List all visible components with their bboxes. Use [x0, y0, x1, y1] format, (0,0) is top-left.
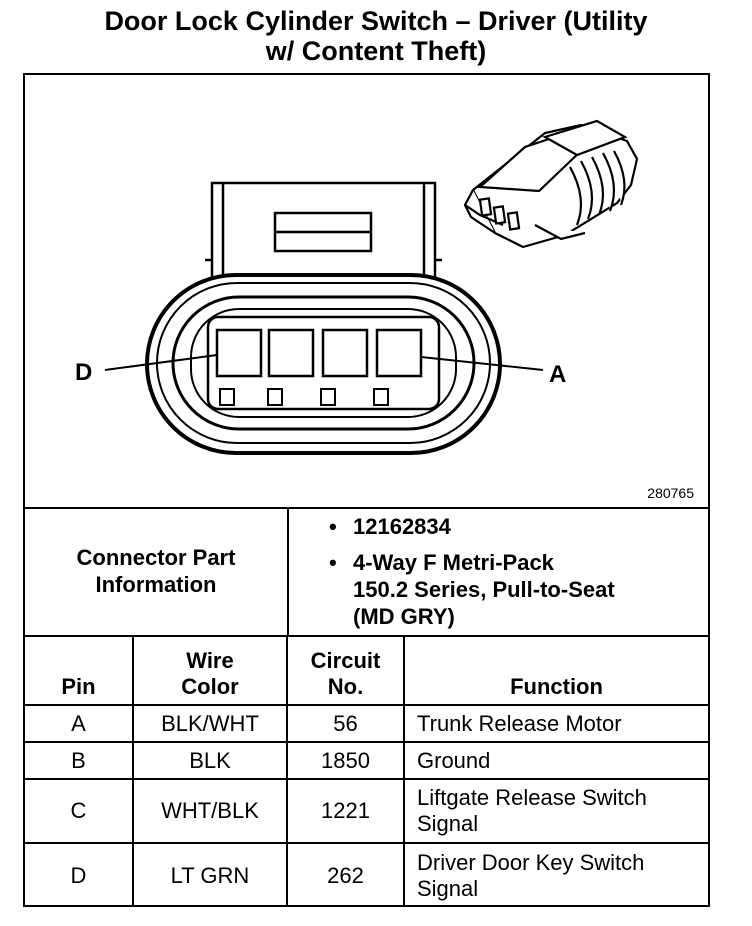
header-circuit-line-1: Circuit [310, 648, 381, 673]
circuit-cell: 262 [286, 842, 405, 907]
bullet-icon: • [329, 550, 337, 575]
pin-label-a: A [549, 361, 567, 388]
table-row: C WHT/BLK 1221 Liftgate Release Switch S… [25, 778, 708, 844]
circuit-cell: 1221 [286, 778, 405, 844]
leader-line-d [104, 354, 218, 371]
header-wire-line-1: Wire [186, 648, 234, 673]
pin-cell: A [25, 704, 134, 743]
function-line-1: Liftgate Release Switch [417, 785, 647, 810]
pin-cell: D [25, 842, 134, 907]
table-row: B BLK 1850 Ground [25, 741, 708, 780]
terminal-lock-tabs [219, 388, 389, 406]
connector-latch-housing [205, 181, 442, 285]
function-line-1: Trunk Release Motor [417, 710, 622, 736]
terminal-cavity-b [321, 328, 369, 378]
title-line-2: w/ Content Theft) [265, 36, 487, 66]
figure-number: 280765 [647, 485, 694, 501]
page-title: Door Lock Cylinder Switch – Driver (Util… [0, 6, 752, 66]
connector-description-line-3: (MD GRY) [353, 604, 455, 629]
terminal-cavities [215, 328, 423, 378]
pinout-table: Pin Wire Color Circuit No. Function A BL… [25, 637, 708, 907]
table-row: D LT GRN 262 Driver Door Key Switch Sign… [25, 842, 708, 907]
part-number-item: • 12162834 [325, 513, 705, 540]
header-wire-line-2: Color [181, 674, 239, 699]
connector-part-info-label: Connector Part Information [25, 507, 289, 635]
wire-color-cell: LT GRN [132, 842, 288, 907]
bullet-icon: • [329, 514, 337, 539]
terminal-insert [206, 315, 441, 411]
part-number: 12162834 [353, 514, 451, 539]
function-line-2: Signal [417, 811, 479, 836]
connector-description-line-1: 4-Way F Metri-Pack [353, 550, 554, 575]
connector-part-info-values: • 12162834 • 4-Way F Metri-Pack 150.2 Se… [325, 513, 705, 630]
function-cell: Trunk Release Motor [403, 704, 708, 743]
header-wire-color: Wire Color [132, 637, 288, 706]
terminal-cavity-a [375, 328, 423, 378]
leader-line-a [420, 356, 544, 371]
pin-label-d: D [75, 359, 93, 386]
header-pin: Pin [25, 637, 134, 706]
info-label-line-2: Information [95, 572, 217, 597]
info-label-line-1: Connector Part [76, 545, 236, 570]
terminal-insert-outline [190, 308, 457, 418]
title-line-1: Door Lock Cylinder Switch – Driver (Util… [104, 6, 648, 36]
function-cell: Driver Door Key Switch Signal [403, 842, 708, 907]
connector-part-info-row: Connector Part Information • 12162834 • … [25, 507, 708, 637]
function-cell: Ground [403, 741, 708, 780]
pin-cell: B [25, 741, 134, 780]
connector-chart-frame: D A 280765 Connector Part Information • … [23, 73, 710, 907]
connector-perspective-view [463, 119, 639, 249]
circuit-cell: 1850 [286, 741, 405, 780]
connector-description-line-2: 150.2 Series, Pull-to-Seat [353, 577, 615, 602]
header-circuit-line-2: No. [327, 674, 364, 699]
wire-color-cell: WHT/BLK [132, 778, 288, 844]
wire-color-cell: BLK/WHT [132, 704, 288, 743]
function-cell: Liftgate Release Switch Signal [403, 778, 708, 844]
terminal-cavity-d [215, 328, 263, 378]
table-row: A BLK/WHT 56 Trunk Release Motor [25, 704, 708, 743]
wire-color-cell: BLK [132, 741, 288, 780]
header-circuit-no: Circuit No. [286, 637, 405, 706]
function-line-2: Signal [417, 875, 479, 901]
circuit-cell: 56 [286, 704, 405, 743]
pinout-header-row: Pin Wire Color Circuit No. Function [25, 637, 708, 706]
terminal-cavity-c [267, 328, 315, 378]
pin-cell: C [25, 778, 134, 844]
function-line-1: Driver Door Key Switch [417, 849, 645, 875]
connector-face-illustration [104, 119, 639, 455]
connector-description-item: • 4-Way F Metri-Pack 150.2 Series, Pull-… [325, 549, 705, 630]
header-function: Function [403, 637, 708, 706]
function-line-1: Ground [417, 747, 491, 773]
connector-drawing-panel: D A 280765 [25, 75, 708, 509]
